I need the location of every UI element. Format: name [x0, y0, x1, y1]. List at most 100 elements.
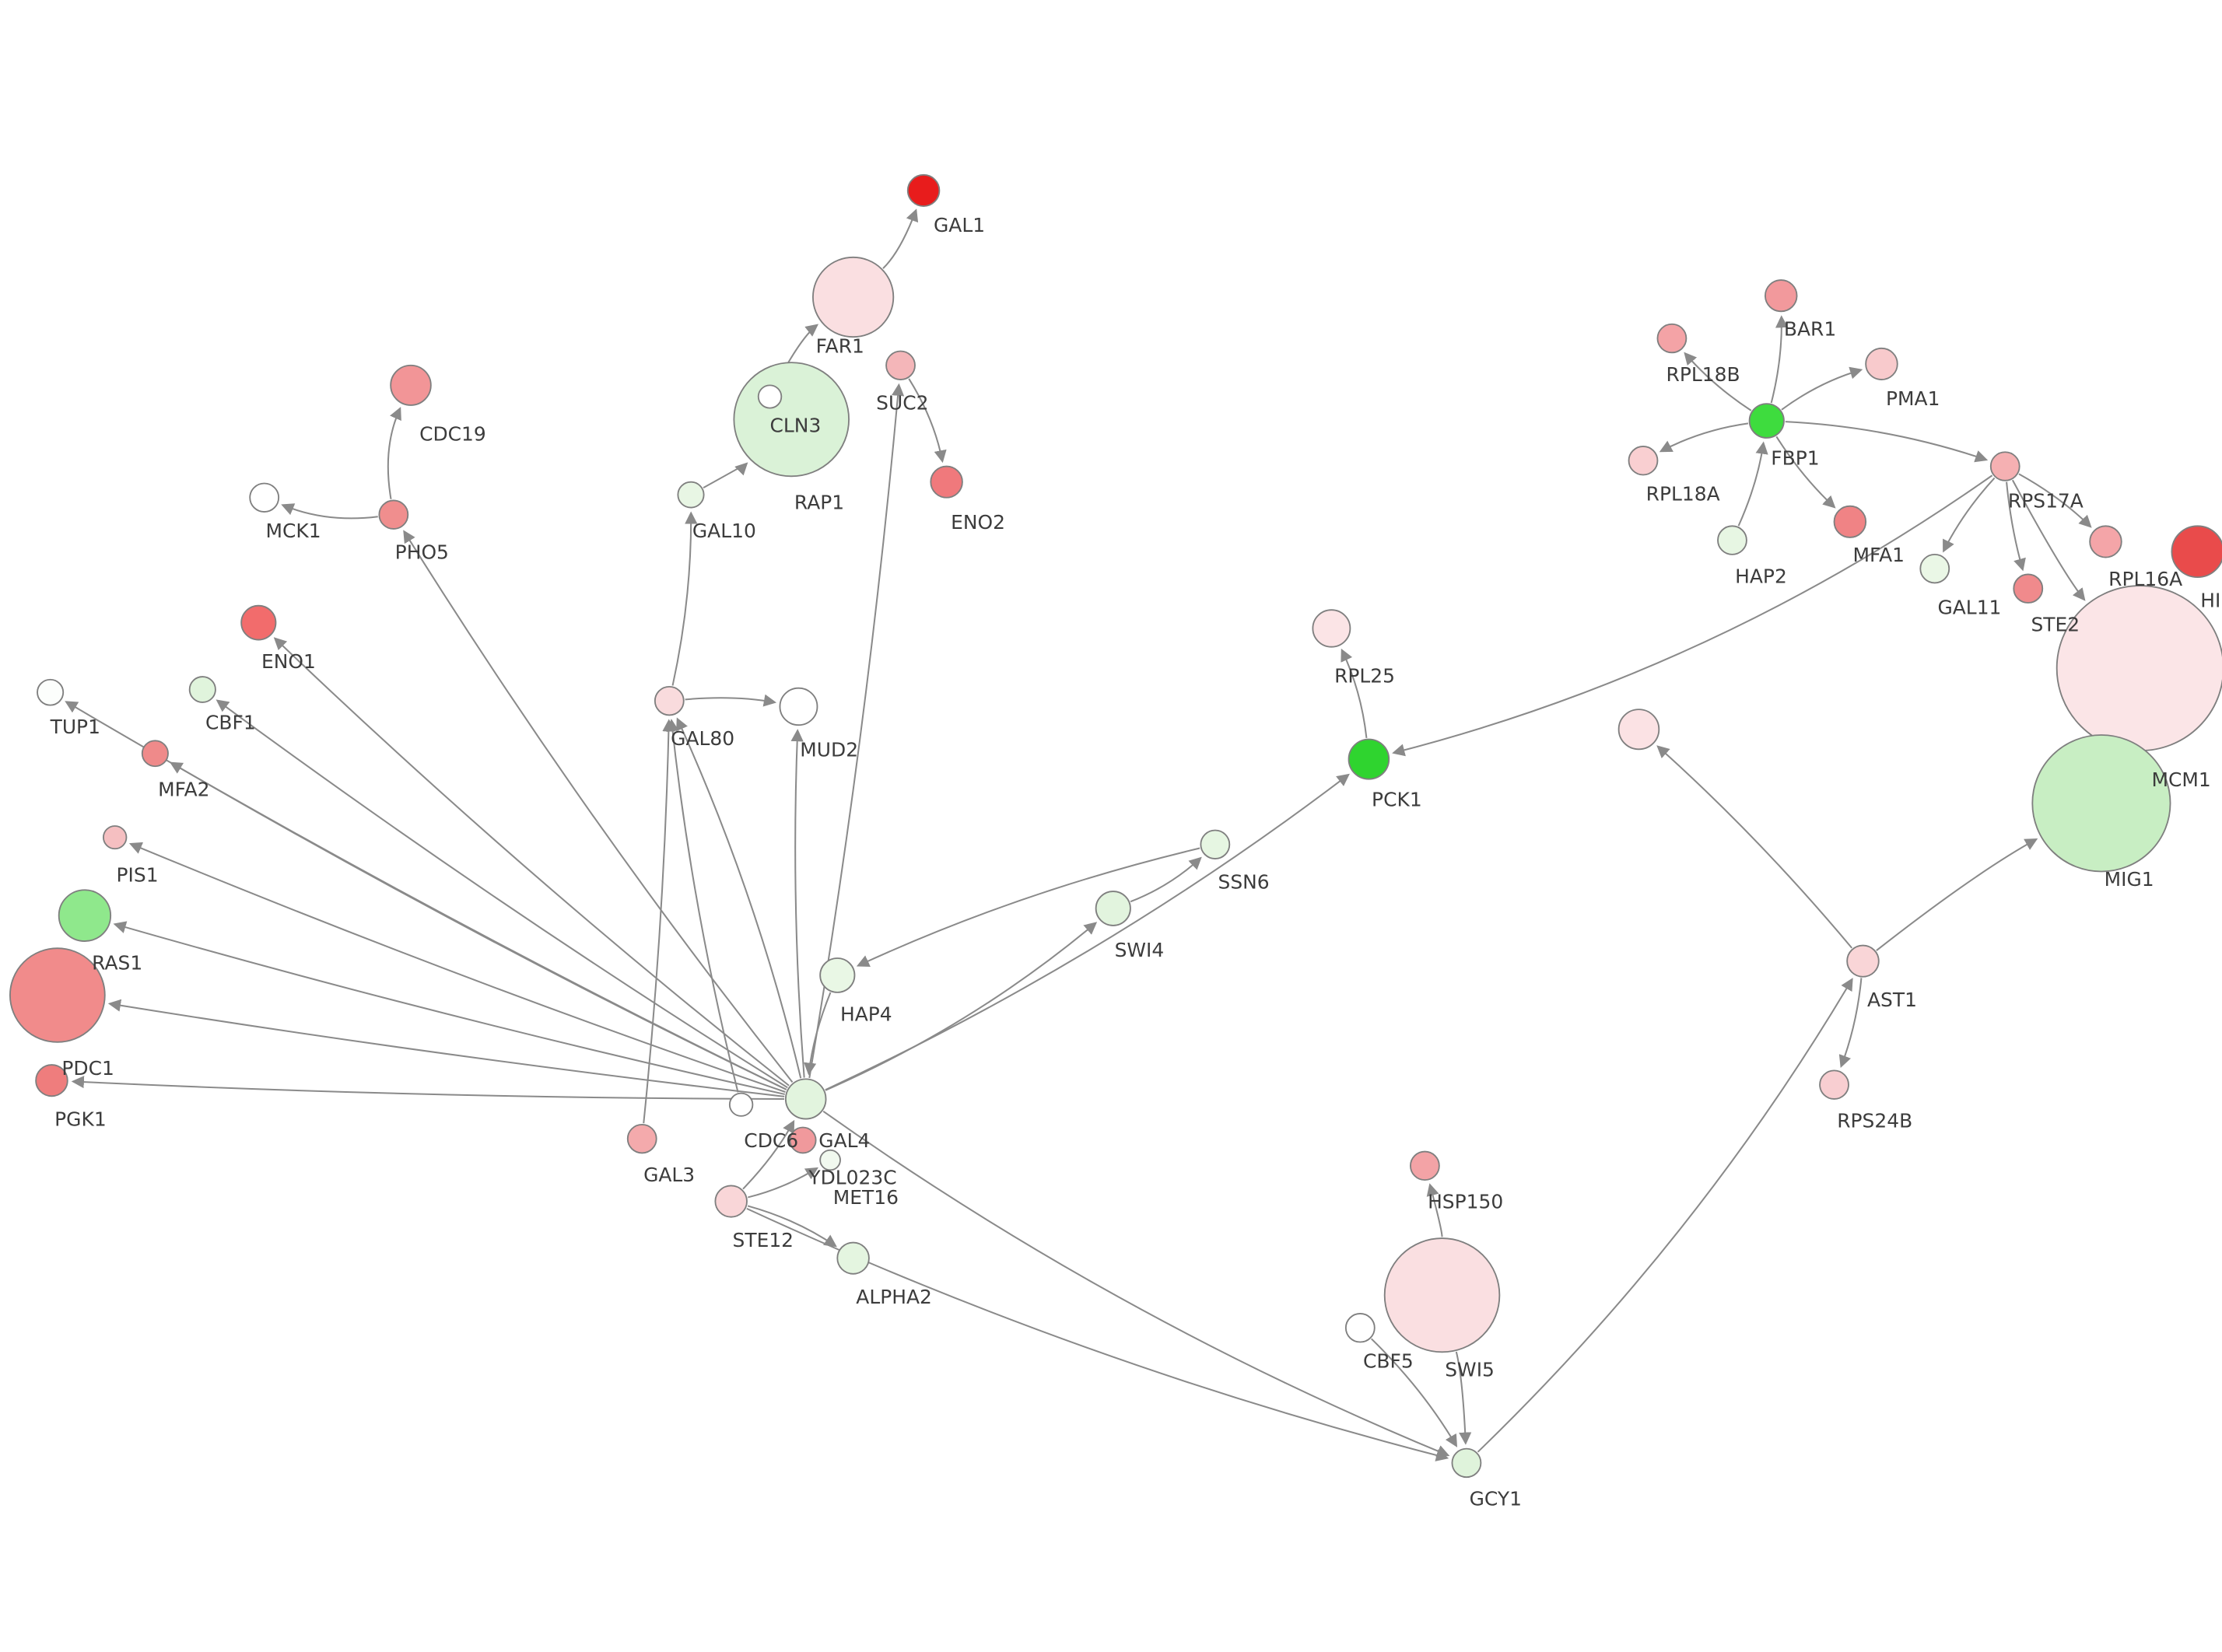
- edge-fbp1-mfa1[interactable]: [1775, 436, 1836, 509]
- node-cbf1[interactable]: [188, 676, 216, 703]
- edge-gal4-pdc1[interactable]: [107, 999, 785, 1097]
- edge-gal10-rap1[interactable]: [703, 462, 748, 489]
- edge-rps17a-ste2[interactable]: [2006, 481, 2026, 572]
- node-pis1[interactable]: [103, 825, 128, 850]
- node-mcm1[interactable]: [2056, 585, 2222, 752]
- edge-gal80-gal10[interactable]: [671, 511, 698, 686]
- node-mfa2[interactable]: [141, 740, 169, 768]
- edge-pho5-cdc19[interactable]: [387, 407, 401, 499]
- edge-ssn6-hap4[interactable]: [856, 847, 1200, 968]
- edge-pho5-mck1[interactable]: [281, 503, 378, 520]
- node-rap1[interactable]: [733, 362, 850, 478]
- node-mud2[interactable]: [779, 687, 818, 726]
- node-pck1[interactable]: [1348, 738, 1390, 780]
- edge-gcy1-ast1[interactable]: [1477, 978, 1853, 1453]
- node-cdc19[interactable]: [390, 364, 432, 406]
- node-alpha2[interactable]: [836, 1241, 870, 1275]
- node-fbp1[interactable]: [1748, 403, 1785, 439]
- node-rpl18b[interactable]: [1656, 323, 1688, 354]
- edge-swi4-ssn6[interactable]: [1130, 856, 1202, 903]
- node-pgk1[interactable]: [35, 1064, 68, 1097]
- node-cln3[interactable]: [757, 384, 783, 409]
- node-ras1[interactable]: [58, 889, 112, 942]
- node-rpl18a[interactable]: [1628, 446, 1659, 476]
- node-gal4[interactable]: [784, 1078, 827, 1120]
- edge-pck1-rpl25[interactable]: [1341, 648, 1368, 738]
- node-rpl25[interactable]: [1312, 609, 1351, 648]
- node-hap2[interactable]: [1717, 525, 1747, 555]
- node-gal1[interactable]: [906, 173, 941, 207]
- edge-fbp1-bar1[interactable]: [1770, 315, 1789, 404]
- node-pdc1[interactable]: [9, 947, 106, 1043]
- node-ast1[interactable]: [1846, 944, 1880, 978]
- node-gal80[interactable]: [654, 685, 685, 716]
- edge-fbp1-rpl18a[interactable]: [1659, 422, 1749, 453]
- edge-ast1-unnamed[interactable]: [1656, 745, 1853, 949]
- edge-ast1-rps24b[interactable]: [1838, 978, 1863, 1068]
- node-bar1[interactable]: [1765, 279, 1798, 313]
- edge-gal4-swi4[interactable]: [825, 922, 1098, 1091]
- node-pma1[interactable]: [1865, 347, 1898, 380]
- edge-cdc6-gal80[interactable]: [666, 719, 739, 1093]
- edge-gal4-ras1[interactable]: [113, 921, 785, 1095]
- edge-ast1-mig1[interactable]: [1876, 838, 2038, 951]
- edge-gal4-pgk1[interactable]: [71, 1076, 785, 1100]
- edge-gal4-mfa2[interactable]: [169, 761, 787, 1090]
- edge-gal4-pis1[interactable]: [128, 842, 786, 1093]
- edge-gal80-mud2[interactable]: [685, 694, 777, 707]
- edge-gal3-gal80[interactable]: [643, 719, 675, 1124]
- node-ssn6[interactable]: [1200, 829, 1231, 859]
- edge-swi5-hsp150[interactable]: [1426, 1183, 1443, 1237]
- node-met16[interactable]: [819, 1149, 841, 1171]
- edge-hap4-gal4[interactable]: [804, 992, 832, 1076]
- edge-suc2-eno2[interactable]: [908, 378, 947, 464]
- edge-rps17a-rpl16a[interactable]: [2018, 473, 2092, 528]
- edge-gal4-pck1[interactable]: [825, 773, 1350, 1091]
- node-far1[interactable]: [812, 256, 895, 338]
- edge-cbf5-gcy1[interactable]: [1370, 1338, 1458, 1447]
- node-gal11[interactable]: [1919, 553, 1950, 584]
- node-eno1[interactable]: [240, 604, 277, 641]
- edge-gal4-eno1[interactable]: [273, 637, 790, 1087]
- edge-gal4-cbf1[interactable]: [216, 699, 788, 1089]
- node-mig1[interactable]: [2031, 734, 2171, 873]
- node-pho5[interactable]: [378, 499, 409, 530]
- node-hap4[interactable]: [819, 957, 856, 993]
- edge-gal4-tup1[interactable]: [65, 701, 787, 1090]
- edge-hap2-fbp1[interactable]: [1737, 441, 1768, 527]
- edge-fbp1-pma1[interactable]: [1781, 366, 1863, 411]
- node-ydl023c[interactable]: [789, 1126, 817, 1154]
- node-ste12[interactable]: [714, 1185, 748, 1218]
- edge-gal4-pho5[interactable]: [403, 530, 794, 1083]
- edge-swi5-gcy1[interactable]: [1455, 1351, 1472, 1445]
- node-swi5[interactable]: [1383, 1237, 1501, 1353]
- node-rpl16a[interactable]: [2089, 525, 2122, 558]
- node-suc2[interactable]: [885, 350, 916, 380]
- node-gal3[interactable]: [626, 1123, 657, 1154]
- node-mfa1[interactable]: [1833, 505, 1867, 538]
- edge-fbp1-rps17a[interactable]: [1785, 421, 1989, 463]
- edge-ste12-alpha2[interactable]: [747, 1205, 837, 1248]
- edge-gal4-gal80[interactable]: [676, 717, 802, 1079]
- edge-ste12-gal4[interactable]: [742, 1119, 795, 1190]
- edge-gal4-mud2[interactable]: [790, 729, 805, 1078]
- node-gcy1[interactable]: [1451, 1447, 1482, 1479]
- edge-rps17a-pck1[interactable]: [1392, 474, 1993, 757]
- node-cbf5[interactable]: [1344, 1313, 1376, 1343]
- edge-ste12-met16[interactable]: [748, 1167, 818, 1199]
- node-unnamed[interactable]: [1617, 709, 1660, 751]
- node-swi4[interactable]: [1095, 891, 1131, 926]
- edge-gal4-gcy1[interactable]: [822, 1111, 1450, 1458]
- node-his4[interactable]: [2171, 525, 2222, 579]
- edge-rps17a-gal11[interactable]: [1943, 477, 1996, 553]
- edge-rps17a-mcm1[interactable]: [2011, 479, 2086, 601]
- node-gal10[interactable]: [677, 481, 705, 509]
- node-cdc6[interactable]: [728, 1092, 754, 1117]
- node-hsp150[interactable]: [1410, 1150, 1440, 1181]
- node-mck1[interactable]: [249, 482, 280, 513]
- node-eno2[interactable]: [930, 465, 963, 499]
- node-ste2[interactable]: [2013, 573, 2044, 604]
- edge-far1-gal1[interactable]: [882, 208, 919, 269]
- node-tup1[interactable]: [37, 678, 65, 706]
